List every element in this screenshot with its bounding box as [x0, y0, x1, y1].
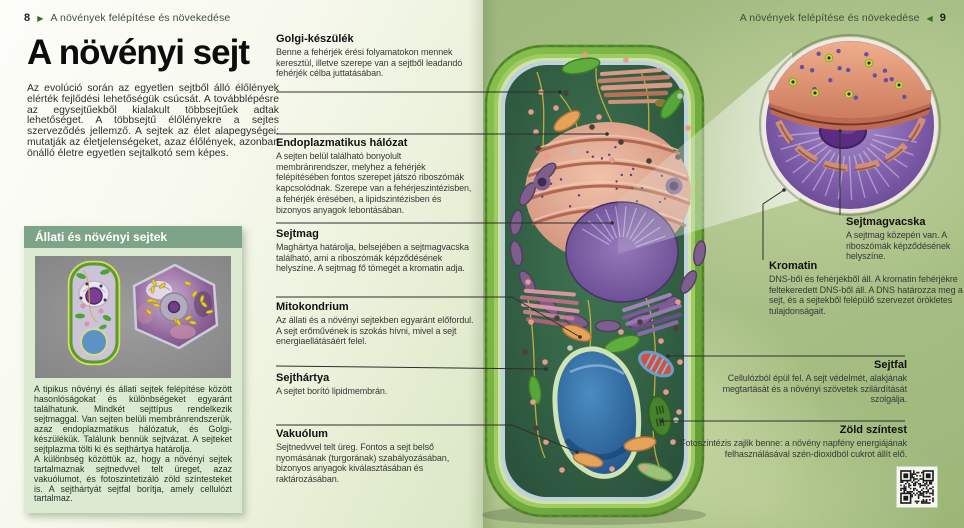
- label-vakuolum-title: Vakuólum: [276, 428, 328, 440]
- label-vakuolum-text: Sejtnedvvel telt üreg. Fontos a sejt bel…: [276, 442, 450, 485]
- infobox-animal-plant-cells: Állati és növényi sejtek: [24, 226, 242, 514]
- label-er: Endoplazmatikus hálózat A sejten belül t…: [276, 137, 476, 215]
- label-sejtmag-text: Maghártya határolja, belsejében a sejtma…: [276, 242, 469, 274]
- label-vakuolum: Vakuólum Sejtnedvvel telt üreg. Fontos a…: [276, 428, 476, 485]
- page-number-right: 9: [939, 12, 946, 24]
- label-sejtmagvacska-text: A sejtmag közepén van. A riboszómák képz…: [846, 230, 951, 262]
- infobox-title: Állati és növényi sejtek: [24, 226, 242, 248]
- label-zold-szintest-text: Fotoszintézis zajlik benne: a növény nap…: [680, 438, 907, 459]
- label-zold-szintest: Zöld színtest Fotoszintézis zajlik benne…: [647, 424, 907, 459]
- label-sejtfal: Sejtfal Cellulózból épül fel. A sejt véd…: [700, 359, 908, 405]
- label-kromatin-text: DNS-ből és fehérjékből áll. A kromatin f…: [769, 274, 963, 317]
- label-golgi-title: Golgi-készülék: [276, 33, 354, 45]
- page-title: A növényi sejt: [27, 33, 250, 72]
- label-golgi: Golgi-készülék Benne a fehérjék érési fo…: [276, 33, 476, 79]
- mini-plant-cell: [67, 260, 121, 366]
- page-number-left: 8: [24, 12, 31, 24]
- triangle-left-icon: ◀: [926, 13, 933, 23]
- mini-animal-cell: [132, 263, 219, 350]
- running-head-right: A növények felépítése és növekedése ◀ 9: [740, 12, 946, 24]
- label-zold-szintest-title: Zöld színtest: [839, 424, 907, 436]
- label-kromatin-title: Kromatin: [769, 260, 818, 272]
- label-mitokondrium-title: Mitokondrium: [276, 301, 349, 313]
- label-er-text: A sejten belül található bonyolult membr…: [276, 151, 472, 215]
- label-sejthartya-text: A sejtet borító lipidmembrán.: [276, 386, 388, 396]
- label-golgi-text: Benne a fehérjék érési folyamatokon menn…: [276, 47, 463, 79]
- running-head-left: 8 ▶ A növények felépítése és növekedése: [24, 12, 230, 24]
- label-mitokondrium: Mitokondrium Az állati és a növényi sejt…: [276, 301, 476, 347]
- qr-code: [897, 467, 937, 507]
- infobox-caption: A tipikus növényi és állati sejtek felép…: [24, 378, 242, 513]
- triangle-right-icon: ▶: [37, 13, 44, 23]
- label-sejtfal-title: Sejtfal: [873, 359, 907, 371]
- infobox-caption-p2: A különbség közöttük az, hogy a növényi …: [34, 453, 232, 504]
- label-sejtmag: Sejtmag Maghártya határolja, belsejében …: [276, 228, 476, 274]
- chapter-title-right: A növények felépítése és növekedése: [739, 12, 920, 24]
- infobox-image-cells: [35, 256, 231, 378]
- label-sejtfal-text: Cellulózból épül fel. A sejt védelmét, a…: [722, 373, 908, 405]
- label-kromatin: Kromatin DNS-ből és fehérjékből áll. A k…: [769, 260, 964, 317]
- intro-paragraph: Az evolúció során az egyetlen sejtből ál…: [27, 83, 279, 159]
- label-sejtmagvacska: Sejtmagvacska A sejtmag közepén van. A r…: [846, 216, 964, 262]
- label-sejtmag-title: Sejtmag: [276, 228, 319, 240]
- label-mitokondrium-text: Az állati és a növényi sejtekben egyarán…: [276, 315, 474, 347]
- label-sejthartya: Sejthártya A sejtet borító lipidmembrán.: [276, 372, 476, 397]
- label-sejtmagvacska-title: Sejtmagvacska: [846, 216, 926, 228]
- infobox-caption-p1: A tipikus növényi és állati sejtek felép…: [34, 384, 232, 454]
- label-er-title: Endoplazmatikus hálózat: [276, 137, 408, 149]
- chapter-title-left: A növények felépítése és növekedése: [50, 12, 231, 24]
- label-sejthartya-title: Sejthártya: [276, 372, 330, 384]
